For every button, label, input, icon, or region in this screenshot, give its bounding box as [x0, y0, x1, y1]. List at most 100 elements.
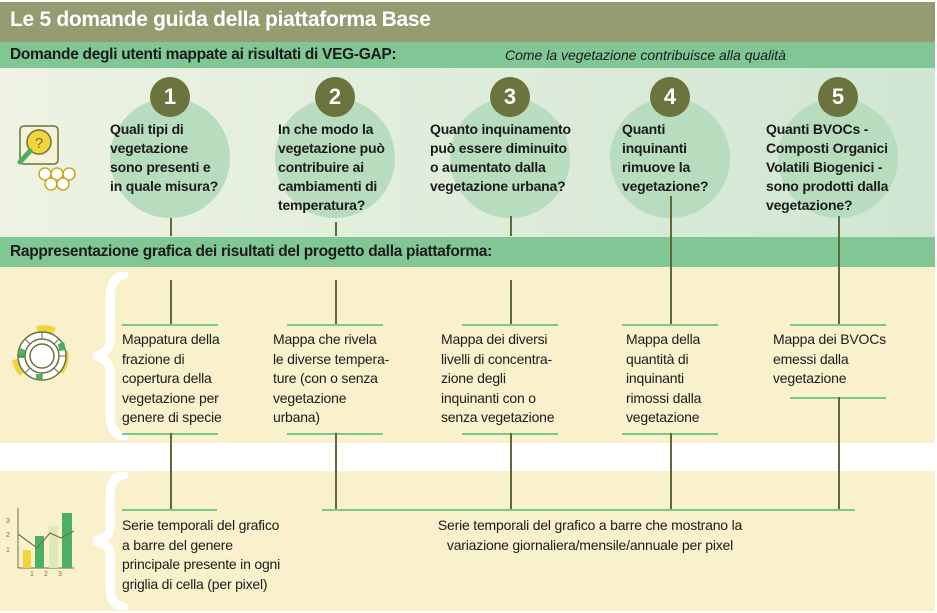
text-line: Quanti BVOCs -	[766, 121, 869, 137]
text-line: in quale misura?	[110, 178, 219, 194]
text-line: temperatura?	[278, 197, 366, 213]
text-line: Quanto inquinamento	[430, 121, 571, 137]
text-line: vegetazione urbana?	[430, 178, 566, 194]
text-line: livelli di concentra-	[441, 350, 552, 367]
connector-line	[122, 509, 217, 511]
text-line: vegetazione per	[122, 389, 219, 406]
text-line: vegetazione può	[278, 140, 385, 156]
text-line: vegetazione	[273, 389, 347, 406]
text-line: contribuire ai	[278, 159, 364, 175]
question-number-badge: 3	[490, 77, 530, 117]
text-line: Quanti	[622, 121, 666, 137]
text-line: Quali tipi di	[110, 121, 184, 137]
tick-y: 1	[6, 547, 10, 554]
question-text: Quanti inquinanti rimuove la vegetazione?	[622, 120, 708, 196]
text-line: urbana)	[273, 409, 320, 425]
tick-y: 2	[6, 532, 10, 539]
connector-line	[510, 280, 512, 325]
svg-text:?: ?	[35, 135, 43, 152]
series-first-text: Serie temporali del grafico a barre del …	[122, 516, 280, 594]
bar-2	[35, 536, 44, 568]
connector-line	[510, 433, 512, 509]
map-description: Mappa della quantità di inquinanti rimossi …	[626, 330, 701, 428]
connector-line	[170, 218, 172, 236]
subtitle-bar: Domande degli utenti mappate ai risultat…	[0, 42, 935, 68]
title-bar: Le 5 domande guida della piattaforma Bas…	[0, 2, 935, 42]
question-number-badge: 1	[150, 77, 190, 117]
text-line: sono prodotti dalla	[766, 178, 889, 194]
connector-line	[335, 222, 337, 236]
text-line: genere di specie	[122, 409, 222, 425]
text-line: o aumentato dalla	[430, 159, 546, 175]
connector-line	[335, 433, 337, 509]
connector-line	[670, 433, 672, 509]
text-line: rimuove la	[622, 159, 691, 175]
text-line: ture (con o senza	[273, 370, 378, 386]
question-text: In che modo la vegetazione può contribuire…	[278, 120, 385, 215]
text-line: emessi dalla	[773, 350, 849, 367]
brace-decoration	[92, 272, 129, 440]
connector-line	[335, 280, 337, 325]
connector-line	[462, 324, 558, 326]
text-line: vegetazione	[626, 409, 700, 425]
text-line: principale presente in ogni	[122, 556, 281, 572]
text-line: senza vegetazione	[441, 409, 555, 425]
text-line: Composti Organici	[766, 140, 888, 156]
text-line: rimossi dalla	[626, 389, 702, 406]
bar-1	[23, 550, 31, 568]
text-line: vegetazione?	[622, 178, 709, 194]
connector-line	[170, 280, 172, 325]
text-line: In che modo la	[278, 121, 374, 137]
text-line: sono presenti e	[110, 159, 211, 175]
connector-line	[790, 324, 886, 326]
bar-3	[49, 526, 58, 568]
subtitle-left: Domande degli utenti mappate ai risultat…	[10, 46, 397, 63]
text-line: vegetazione?	[766, 197, 853, 213]
text-line: a barre del genere	[122, 536, 233, 553]
text-line: Volatili Biogenici -	[766, 159, 883, 175]
connector-line	[322, 509, 855, 511]
connector-line	[510, 216, 512, 236]
question-circle	[275, 98, 395, 218]
ring-chart-icon	[12, 325, 69, 381]
text-line: Mappa che rivela	[273, 331, 377, 347]
text-line: Mappa dei diversi	[441, 331, 548, 347]
connector-line	[838, 397, 840, 509]
text-line: Serie temporali del grafico a barre che …	[437, 517, 743, 533]
text-line: Serie temporali del grafico	[122, 517, 280, 533]
text-line: copertura della	[122, 370, 212, 386]
map-description: Mappa che rivela le diverse tempera-ture …	[273, 330, 389, 428]
text-line: Mappa dei BVOCs	[773, 331, 886, 347]
connector-line	[670, 196, 672, 325]
tick-y: 3	[6, 518, 10, 525]
representation-heading: Rappresentazione grafica dei risultati d…	[10, 243, 492, 260]
bar-4	[62, 513, 72, 568]
connector-line	[838, 216, 840, 325]
brace-decoration	[93, 472, 129, 610]
question-text: Quanto inquinamento può essere diminuito o…	[430, 120, 571, 196]
text-line: vegetazione	[110, 140, 188, 156]
map-description: Mappa dei diversi livelli di concentra-zi…	[441, 330, 555, 428]
text-line: può essere diminuito	[430, 140, 567, 156]
text-line: inquinanti	[622, 140, 687, 156]
bar-chart-icon: 3 2 1 1 2 3	[6, 508, 75, 578]
text-line: le diverse tempera-	[273, 350, 390, 367]
tick-x: 2	[44, 571, 48, 578]
question-circle	[110, 98, 230, 218]
question-number-badge: 5	[818, 77, 858, 117]
text-line: quantità di	[626, 350, 689, 367]
text-line: variazione giornaliera/mensile/annuale p…	[446, 536, 734, 553]
text-line: Mappa della	[626, 331, 701, 347]
text-line: inquinanti	[626, 370, 684, 386]
tick-x: 1	[30, 571, 34, 578]
representation-bar: Rappresentazione grafica dei risultati d…	[0, 237, 935, 267]
map-description: Mappatura della frazione di copertura dell…	[122, 330, 222, 428]
question-search-icon: ?	[17, 125, 76, 191]
text-line: frazione di	[122, 350, 185, 367]
text-line: Mappatura della	[122, 331, 220, 347]
subtitle-right: Come la vegetazione contribuisce alla qu…	[505, 47, 786, 63]
connector-line	[122, 324, 218, 326]
series-rest-text: Serie temporali del grafico a barre che …	[380, 516, 800, 555]
page-title: Le 5 domande guida della piattaforma Bas…	[10, 8, 431, 31]
text-line: zione degli	[441, 370, 506, 386]
